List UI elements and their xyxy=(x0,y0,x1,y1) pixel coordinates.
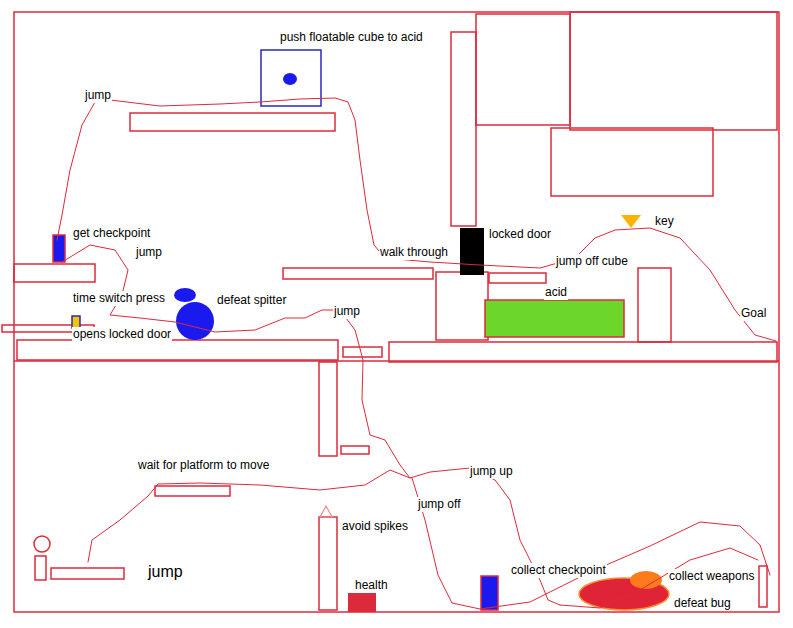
player-route xyxy=(88,470,410,562)
level-note: opens locked door xyxy=(72,327,172,342)
checkpoint xyxy=(481,576,498,610)
level-note: time switch press xyxy=(72,291,166,306)
player-route xyxy=(62,245,560,605)
checkpoint xyxy=(53,235,65,262)
level-note: jump up xyxy=(469,464,514,479)
platform xyxy=(130,113,335,131)
level-note: wait for platform to move xyxy=(137,458,270,473)
spike xyxy=(320,506,332,517)
wall xyxy=(451,32,476,226)
pillar xyxy=(638,268,671,342)
player-head xyxy=(34,536,50,552)
platform xyxy=(51,568,124,579)
platform xyxy=(283,268,433,279)
level-note: collect weapons xyxy=(668,569,755,584)
player-body xyxy=(35,556,46,580)
level-note: defeat bug xyxy=(673,596,732,611)
moving-platform xyxy=(155,486,230,496)
acid-pool xyxy=(485,300,624,337)
level-note: avoid spikes xyxy=(341,519,409,534)
cube-marker xyxy=(283,73,297,85)
locked-door xyxy=(460,228,484,275)
wall xyxy=(319,362,337,456)
floor xyxy=(17,340,338,360)
floatable-cube xyxy=(261,50,321,106)
level-note: push floatable cube to acid xyxy=(279,30,424,45)
floor xyxy=(389,342,777,362)
level-note: jump off xyxy=(417,497,461,512)
level-note: jump xyxy=(333,304,361,319)
level-note: Goal xyxy=(740,306,767,321)
platform xyxy=(341,446,369,454)
level-note: jump xyxy=(147,562,184,581)
level-note: get checkpoint xyxy=(72,226,151,241)
level-note: locked door xyxy=(488,227,552,242)
block xyxy=(436,272,488,340)
player-route xyxy=(57,98,776,341)
level-note: key xyxy=(654,214,675,229)
level-note: defeat spitter xyxy=(216,293,287,308)
key-icon xyxy=(621,215,641,228)
health-pickup xyxy=(348,593,376,612)
wall-block xyxy=(476,14,570,125)
platform xyxy=(343,347,382,357)
spike-pillar xyxy=(319,517,337,610)
spitter-head xyxy=(174,288,196,302)
level-note: walk through xyxy=(379,245,449,260)
wall-block xyxy=(551,128,713,196)
level-note: acid xyxy=(544,285,568,300)
player-route xyxy=(412,478,770,609)
wall-block xyxy=(570,12,777,130)
platform xyxy=(489,273,546,283)
weapon-pickup xyxy=(759,566,767,607)
level-note: collect checkpoint xyxy=(510,563,607,578)
level-note: jump xyxy=(135,245,163,260)
level-note: jump xyxy=(84,88,112,103)
level-border xyxy=(14,12,779,612)
ledge xyxy=(14,264,95,282)
level-note: health xyxy=(354,578,389,593)
level-note: jump off cube xyxy=(555,254,629,269)
spitter-body xyxy=(176,302,214,340)
